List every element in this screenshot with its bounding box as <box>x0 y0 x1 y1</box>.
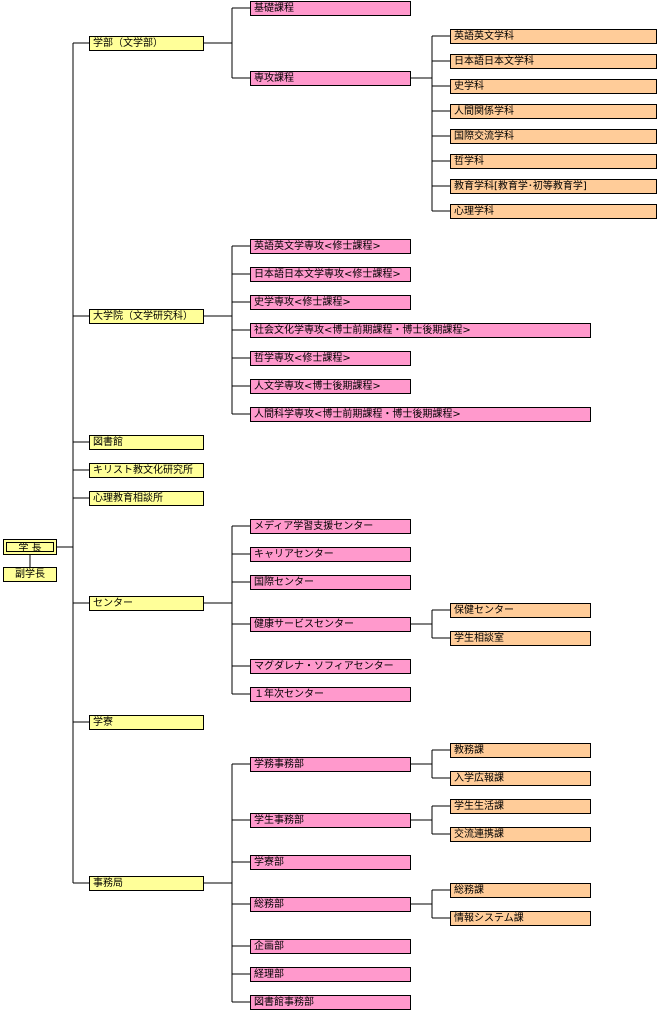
somu-child-box: 総務課 <box>450 883 591 898</box>
grad-program-box: 史学専攻<修士課程> <box>250 295 411 310</box>
somu-office-box: 総務部 <box>250 897 411 912</box>
keiri-office-box: 経理部 <box>250 967 411 982</box>
jimukyoku-box: 事務局 <box>89 876 204 891</box>
gakumu-child-box: 教務課 <box>450 743 591 758</box>
grad-program-box: 社会文化学専攻<博士前期課程・博士後期課程> <box>250 323 591 338</box>
daigakuin-box: 大学院（文学研究科） <box>89 309 204 324</box>
library-box: 図書館 <box>89 435 204 450</box>
kikaku-office-box: 企画部 <box>250 939 411 954</box>
department-box: 人間関係学科 <box>450 104 657 119</box>
gakusei-office-box: 学生事務部 <box>250 813 411 828</box>
president-label: 学 長 <box>6 542 54 554</box>
department-box: 英語英文学科 <box>450 29 657 44</box>
first-year-center-box: １年次センター <box>250 687 411 702</box>
health-child-box: 学生相談室 <box>450 631 591 646</box>
gakusei-child-box: 学生生活課 <box>450 799 591 814</box>
somu-child-box: 情報システム課 <box>450 911 591 926</box>
career-center-box: キャリアセンター <box>250 547 411 562</box>
grad-program-box: 人間科学専攻<博士前期課程・博士後期課程> <box>250 407 591 422</box>
gakuryo-office-box: 学寮部 <box>250 855 411 870</box>
grad-program-box: 人文学専攻<博士後期課程> <box>250 379 411 394</box>
kiso-box: 基礎課程 <box>250 1 411 16</box>
department-box: 哲学科 <box>450 154 657 169</box>
department-box: 教育学科[教育学･初等教育学] <box>450 179 657 194</box>
counseling-box: 心理教育相談所 <box>89 491 204 506</box>
dormitory-box: 学寮 <box>89 715 204 730</box>
vice-president-box: 副学長 <box>3 567 57 582</box>
department-box: 日本語日本文学科 <box>450 54 657 69</box>
health-center-box: 健康サービスセンター <box>250 617 411 632</box>
grad-program-box: 英語英文学専攻<修士課程> <box>250 239 411 254</box>
gakumu-office-box: 学務事務部 <box>250 757 411 772</box>
department-box: 国際交流学科 <box>450 129 657 144</box>
gakumu-child-box: 入学広報課 <box>450 771 591 786</box>
media-center-box: メディア学習支援センター <box>250 519 411 534</box>
international-center-box: 国際センター <box>250 575 411 590</box>
department-box: 心理学科 <box>450 204 657 219</box>
gakusei-child-box: 交流連携課 <box>450 827 591 842</box>
grad-program-box: 哲学専攻<修士課程> <box>250 351 411 366</box>
health-child-box: 保健センター <box>450 603 591 618</box>
senko-box: 専攻課程 <box>250 71 411 86</box>
library-office-box: 図書館事務部 <box>250 995 411 1010</box>
christian-institute-box: キリスト教文化研究所 <box>89 463 204 478</box>
grad-program-box: 日本語日本文学専攻<修士課程> <box>250 267 411 282</box>
president-box: 学 長 <box>3 539 57 555</box>
gakubu-box: 学部（文学部） <box>89 36 204 51</box>
magdalena-center-box: マグダレナ・ソフィアセンター <box>250 659 411 674</box>
department-box: 史学科 <box>450 79 657 94</box>
center-box: センター <box>89 596 204 611</box>
